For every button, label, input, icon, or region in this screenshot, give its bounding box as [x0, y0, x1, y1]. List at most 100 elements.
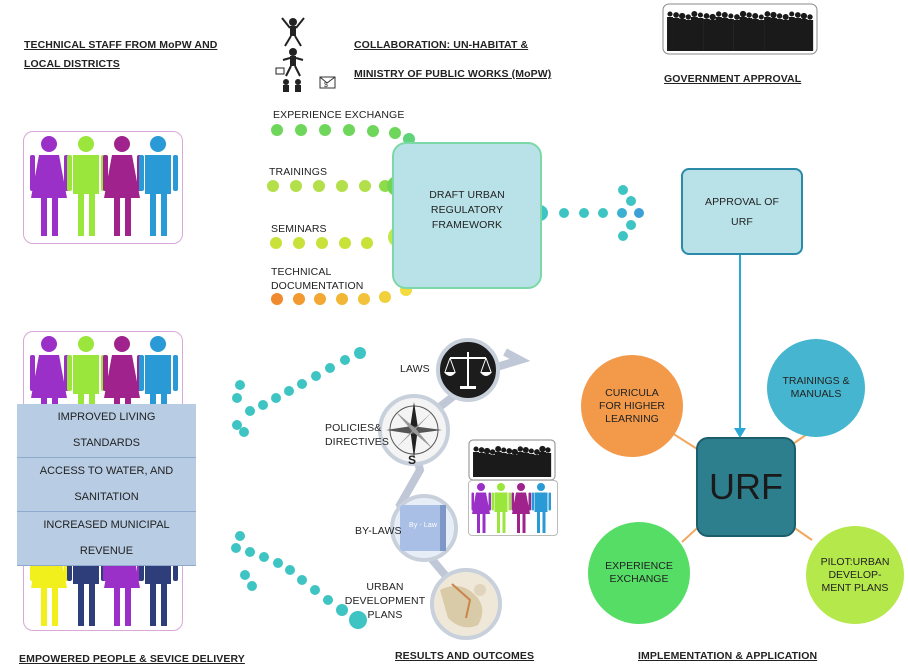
crowd-figure — [522, 453, 530, 477]
crowd-figure — [697, 12, 703, 18]
crowd-figure — [528, 448, 534, 454]
person-figure — [67, 136, 106, 236]
crowd-figure — [478, 453, 485, 477]
collaboration-figures-icon — [275, 17, 305, 92]
crowd-figure — [752, 13, 759, 19]
government-approval-heading: GOVERNMENT APPROVAL — [664, 73, 802, 85]
crowd-figure — [673, 12, 679, 18]
crowd-figure — [703, 13, 710, 19]
crowd-figure — [728, 13, 734, 19]
crowd-figure — [764, 17, 771, 51]
crowd-figure — [478, 447, 485, 453]
crowd-figure — [770, 11, 777, 19]
input-seminars: SEMINARS — [271, 223, 327, 235]
bylaw-doc-text: By - Law — [409, 522, 438, 529]
outcome-water-sanitation: ACCESS TO WATER, AND SANITATION — [17, 458, 196, 512]
curricula-label: CURICULA FOR HIGHER LEARNING — [599, 386, 665, 425]
crowd-figure — [534, 449, 540, 455]
crowd-figure — [495, 446, 502, 452]
crowd-figure — [685, 20, 692, 51]
results-people-image — [468, 480, 558, 536]
pilot-plans-circle: PILOT:URBAN DEVELOP- MENT PLANS — [806, 526, 904, 624]
crowd-figure — [494, 452, 502, 477]
crowd-figure — [794, 12, 801, 18]
crowd-figure — [764, 11, 771, 17]
crowd-figure — [667, 17, 673, 51]
crowd-figure — [667, 11, 673, 17]
urf-center-box: URF — [696, 437, 796, 537]
crowd-figure — [483, 447, 491, 455]
urf-center-label: URF — [709, 466, 783, 507]
crowd-figure — [758, 20, 765, 51]
technical-staff-people-image — [23, 131, 183, 244]
results-heading: RESULTS AND OUTCOMES — [395, 650, 535, 662]
crowd-figure — [544, 453, 552, 477]
laws-scales-icon — [436, 338, 500, 402]
input-trainings: TRAININGS — [269, 166, 328, 178]
crowd-figure — [489, 455, 496, 477]
technical-staff-heading: TECHNICAL STAFF FROM MoPW AND LOCAL DIST… — [24, 39, 218, 70]
implementation-heading: IMPLEMENTATION & APPLICATION — [638, 650, 818, 662]
result-bylaws-label: BY-LAWS — [355, 525, 402, 537]
crowd-figure — [679, 12, 686, 20]
compass-south-label: S — [408, 453, 417, 467]
crowd-figure — [746, 12, 752, 18]
crowd-figure — [690, 17, 698, 51]
person-figure — [531, 483, 551, 533]
crowd-figure — [734, 14, 740, 20]
result-laws-label: LAWS — [400, 363, 430, 375]
crowd-figure — [538, 452, 547, 477]
outcome-living-standards: IMPROVED LIVING STANDARDS — [17, 404, 196, 458]
crowd-figure — [501, 447, 507, 453]
person-figure — [491, 483, 511, 533]
crowd-figure — [533, 455, 541, 477]
result-policies-label: POLICIES& DIRECTIVES — [325, 422, 390, 448]
crowd-figure — [517, 452, 524, 477]
empowered-heading: EMPOWERED PEOPLE & SEVICE DELIVERY — [19, 653, 245, 665]
input-experience-exchange: EXPERIENCE EXCHANGE — [273, 109, 405, 121]
person-figure — [139, 136, 178, 236]
crowd-figure — [776, 13, 783, 19]
crowd-figure — [522, 447, 529, 453]
crowd-figure — [776, 19, 783, 51]
person-figure — [30, 136, 69, 236]
crowd-figure — [782, 14, 789, 20]
trainings-manuals-label: TRAININGS & MANUALS — [782, 375, 850, 400]
bylaws-document-icon — [390, 494, 458, 562]
crowd-figure — [672, 18, 680, 51]
crowd-figure — [769, 18, 778, 51]
dots-results-to-outcomes-lower — [231, 531, 367, 629]
crowd-figure — [715, 11, 722, 17]
experience-exchange-circle: EXPERIENCE EXCHANGE — [588, 522, 690, 624]
crowd-figure — [500, 453, 507, 477]
crowd-figure — [539, 445, 546, 453]
crowd-figure — [739, 17, 747, 51]
crowd-figure — [691, 11, 698, 17]
approval-of-urf-box: APPROVAL OF URF — [681, 168, 803, 255]
crowd-figure — [739, 10, 747, 18]
outcome-municipal-revenue: INCREASED MUNICIPAL REVENUE — [17, 512, 196, 566]
crowd-figure — [789, 11, 795, 17]
policies-compass-icon — [378, 394, 450, 466]
crowd-figure — [703, 19, 710, 51]
crowd-figure — [745, 18, 753, 51]
crowd-figure — [506, 448, 513, 454]
crowd-figure — [709, 13, 716, 21]
crowd-figure — [800, 12, 808, 20]
crowd-figure — [545, 447, 551, 453]
crowd-figure — [483, 454, 491, 477]
crowd-figure — [800, 19, 808, 51]
approval-of-urf-label: APPROVAL OF URF — [704, 196, 780, 228]
crowd-figure — [794, 18, 802, 51]
crowd-figure — [807, 14, 813, 20]
crowd-figure — [788, 17, 795, 51]
crowd-figure — [733, 20, 741, 51]
input-technical-documentation: TECHNICAL DOCUMENTATION — [271, 266, 364, 292]
government-crowd-image — [662, 3, 818, 55]
draft-framework-box: DRAFT URBAN REGULATORY FRAMEWORK — [392, 142, 542, 289]
crowd-figure — [782, 20, 790, 51]
crowd-figure — [697, 18, 704, 51]
dots-results-to-outcomes-upper — [232, 347, 366, 437]
crowd-figure — [678, 19, 686, 51]
curricula-circle: CURICULA FOR HIGHER LEARNING — [581, 355, 683, 457]
